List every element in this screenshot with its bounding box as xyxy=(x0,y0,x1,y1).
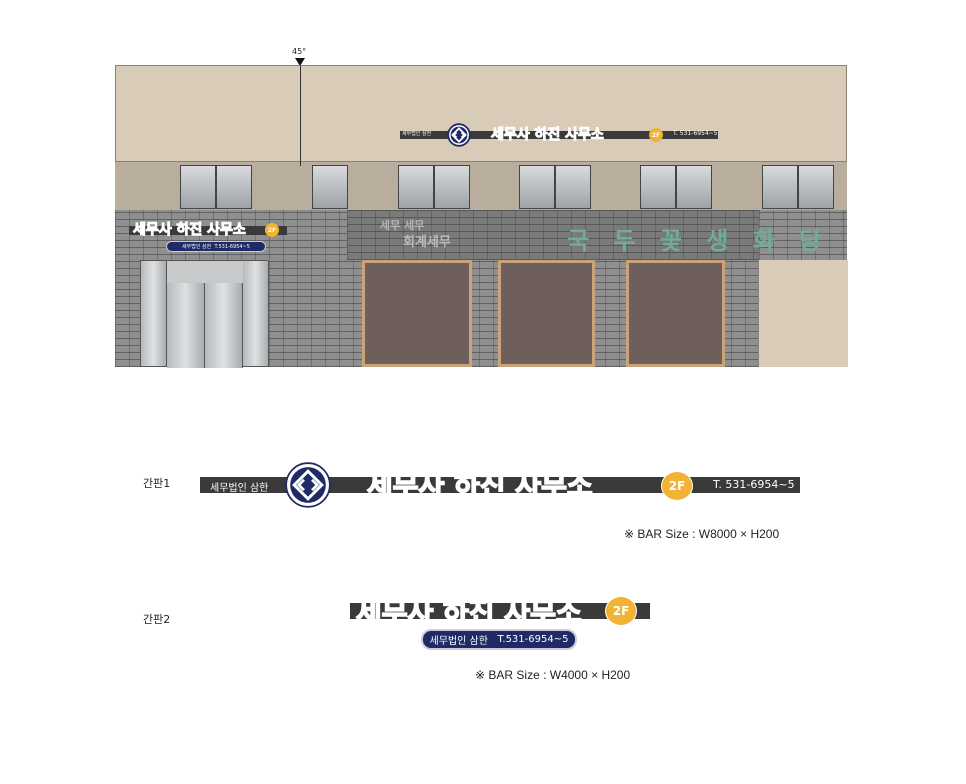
window xyxy=(676,165,712,209)
sign2-info: 세무법인 삼한 T.531-6954~5 xyxy=(421,629,577,650)
old-sign-text: 국 두 꽃 생 화 당 xyxy=(567,227,830,255)
facade-sign2-bar xyxy=(129,226,287,235)
glass-pane xyxy=(141,261,167,366)
firm-logo-icon xyxy=(447,123,471,147)
glass-pane xyxy=(205,283,243,368)
facade-sign1-title: 세무사 하진 사무소 xyxy=(491,127,605,144)
angle-marker-line xyxy=(300,64,301,166)
facade-sign1-phone: T. 531-6954~5 xyxy=(673,130,718,137)
window xyxy=(312,165,348,209)
glass-pane xyxy=(243,261,269,366)
glass-pane xyxy=(167,283,205,368)
window xyxy=(180,165,216,209)
facade-sign2-title: 세무사 하진 사무소 xyxy=(133,222,247,239)
window xyxy=(519,165,555,209)
upper-wall xyxy=(115,65,847,162)
floor-badge: 2F xyxy=(605,596,637,626)
sign1-size-note: ※ BAR Size : W8000 × H200 xyxy=(624,527,780,541)
window xyxy=(762,165,798,209)
sign2-bar xyxy=(350,603,650,619)
sign1-title: 세무사 하진 사무소 xyxy=(366,468,593,503)
shop-shutter xyxy=(362,260,472,367)
floor-badge: 2F xyxy=(661,471,693,501)
window xyxy=(555,165,591,209)
floor-badge: 2F xyxy=(649,128,663,142)
old-sign-text: 세무 세무 xyxy=(380,219,425,232)
facade-sign1-corp: 세무법인 삼한 xyxy=(402,131,432,137)
sign2-size-note: ※ BAR Size : W4000 × H200 xyxy=(475,668,631,682)
sign2-title: 세무사 하진 사무소 xyxy=(355,595,582,630)
window xyxy=(640,165,676,209)
building-facade: 세무 세무 회계세무 국 두 꽃 생 화 당 세무법인 삼한 세무사 하진 사무… xyxy=(115,65,848,368)
angle-marker-label: 45° xyxy=(292,47,307,56)
window xyxy=(216,165,252,209)
floor-badge: 2F xyxy=(265,223,279,237)
shop-shutter xyxy=(626,260,725,367)
sign2-label: 간판2 xyxy=(143,613,171,626)
old-sign-wall xyxy=(347,210,759,260)
old-sign-text: 회계세무 xyxy=(403,235,451,250)
firm-logo-icon xyxy=(285,462,331,508)
facade-sign2-info: 세무법인 삼한 T.531-6954~5 xyxy=(166,241,266,252)
plain-wall-section xyxy=(758,260,848,367)
window xyxy=(398,165,434,209)
window xyxy=(798,165,834,209)
glass-entrance xyxy=(140,260,269,368)
shop-shutter xyxy=(498,260,595,367)
sign1-bar xyxy=(200,477,800,493)
window xyxy=(434,165,470,209)
sign1-label: 간판1 xyxy=(143,477,171,490)
angle-marker-arrow xyxy=(295,58,305,66)
sign1-corp: 세무법인 삼한 xyxy=(210,483,269,494)
sign1-phone: T. 531-6954~5 xyxy=(713,478,795,491)
facade-sign1-bar xyxy=(400,131,718,139)
